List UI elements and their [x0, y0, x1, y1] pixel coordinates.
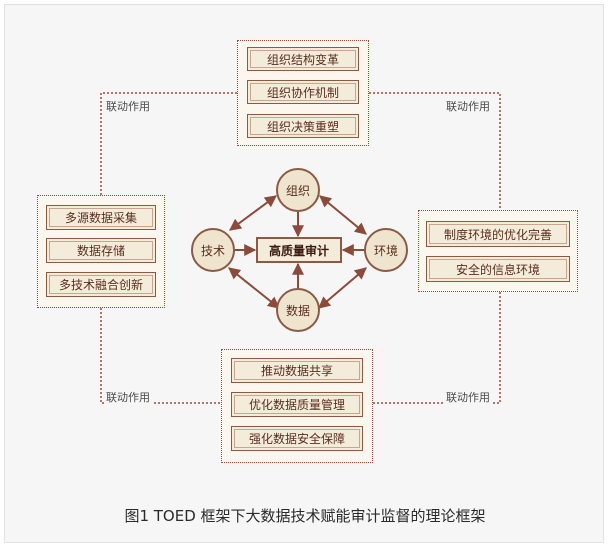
item-org-decision: 组织决策重塑: [247, 114, 359, 138]
node-environment: 环境: [364, 228, 408, 272]
arrow-zuzhi-huanjing: [319, 195, 367, 235]
link-right-bottom: [373, 292, 501, 404]
node-technology: 技术: [191, 228, 235, 272]
arrow-zuzhi-jishu: [229, 195, 277, 231]
item-env-institution: 制度环境的优化完善: [426, 221, 570, 247]
item-tech-collection: 多源数据采集: [46, 205, 156, 230]
figure-caption: 图1 TOED 框架下大数据技术赋能审计监督的理论框架: [124, 507, 486, 525]
item-data-sharing: 推动数据共享: [231, 358, 363, 383]
node-high-quality-audit: 高质量审计: [256, 237, 342, 263]
item-env-security: 安全的信息环境: [426, 256, 570, 282]
link-label: 联动作用: [104, 98, 152, 114]
link-label: 联动作用: [444, 389, 492, 405]
item-data-quality: 优化数据质量管理: [231, 392, 363, 417]
item-org-collaboration: 组织协作机制: [247, 80, 359, 104]
item-org-structure: 组织结构变革: [247, 47, 359, 71]
link-top-left: [100, 92, 237, 195]
item-tech-fusion: 多技术融合创新: [46, 272, 156, 297]
link-top-right: [369, 92, 501, 210]
link-label: 联动作用: [444, 98, 492, 114]
link-label: 联动作用: [104, 389, 152, 405]
item-tech-storage: 数据存储: [46, 238, 156, 263]
arrow-shuju-jishu: [228, 267, 280, 309]
item-data-security: 强化数据安全保障: [231, 426, 363, 451]
node-data: 数据: [276, 288, 320, 332]
arrow-shuju-huanjing: [318, 267, 367, 309]
node-organization: 组织: [276, 168, 320, 212]
